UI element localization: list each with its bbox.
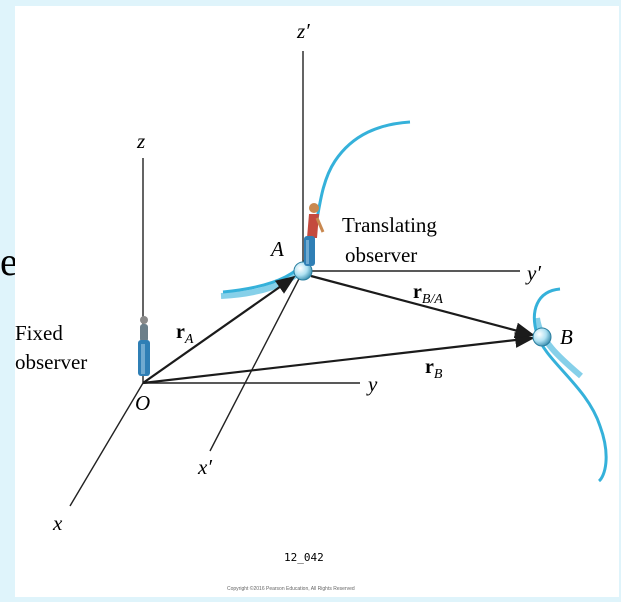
vector-rB: [142, 332, 535, 385]
vector-rB-label: rB: [425, 356, 443, 382]
moving-x-label: x′: [197, 455, 212, 479]
fixed-y-label: y: [366, 372, 378, 396]
relative-motion-diagram: z y x z′ y′ x′ O A B Fixed observer Tran…: [15, 19, 608, 592]
fixed-observer-label-line2: observer: [15, 350, 87, 374]
moving-z-label: z′: [296, 19, 310, 43]
point-o-label: O: [135, 391, 150, 415]
point-b-label: B: [560, 325, 573, 349]
vector-rA: [142, 275, 296, 384]
point-a-label: A: [269, 237, 284, 261]
particle-a: [293, 261, 313, 281]
moving-x-axis: [209, 270, 304, 452]
path-curve-b: [532, 287, 608, 483]
translating-observer-figure: [304, 203, 325, 266]
translating-observer-label-line2: observer: [345, 243, 417, 267]
figure-panel: z y x z′ y′ x′ O A B Fixed observer Tran…: [15, 6, 619, 597]
vector-rBA-label: rB/A: [413, 281, 443, 307]
figure-id: 12_042: [284, 551, 324, 564]
fixed-x-axis: [69, 382, 144, 507]
vector-rA-label: rA: [176, 321, 194, 347]
fixed-observer-figure: [138, 316, 150, 376]
copyright-text: Copyright ©2016 Pearson Education, All R…: [227, 585, 355, 592]
translating-observer-label-line1: Translating: [342, 213, 437, 237]
fixed-x-label: x: [52, 511, 63, 535]
fixed-z-label: z: [136, 129, 145, 153]
particle-b: [532, 327, 552, 347]
slide-edge-text: e: [0, 239, 18, 284]
vector-rBA: [310, 274, 535, 339]
fixed-observer-label-line1: Fixed: [15, 321, 63, 345]
moving-y-label: y′: [525, 261, 541, 285]
